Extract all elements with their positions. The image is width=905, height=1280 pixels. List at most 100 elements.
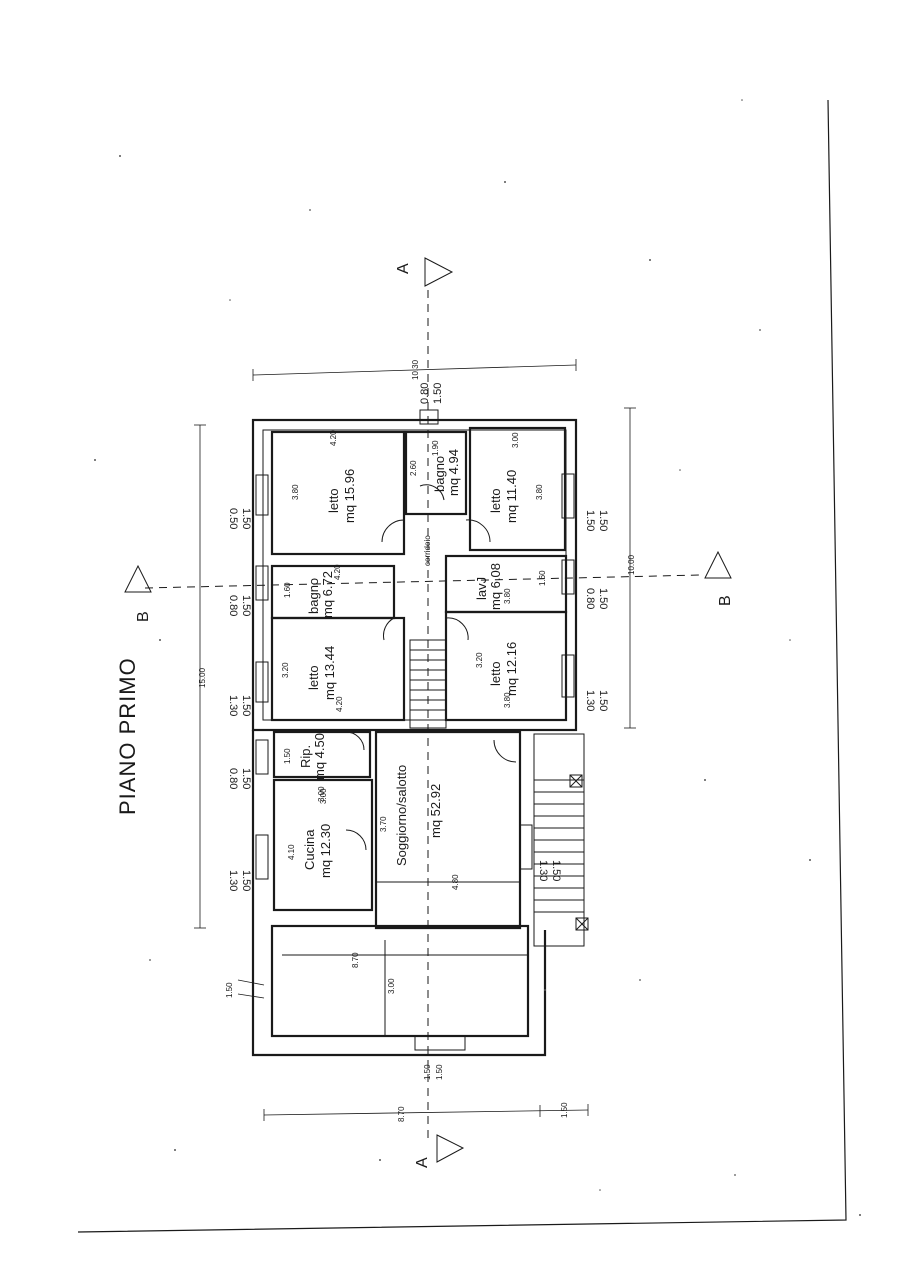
room-dimension: 3.00: [317, 786, 326, 802]
room-dimension: 3.20: [281, 662, 290, 678]
window-label: 1.50: [240, 768, 252, 789]
room-dimension: 3.80: [503, 692, 512, 708]
svg-text:bagno: bagno: [432, 456, 447, 492]
exterior-wall: [251, 418, 578, 732]
svg-text:mq 12.16: mq 12.16: [504, 642, 519, 696]
window-label: 1.50: [597, 588, 609, 609]
room-dimension: 1.90: [431, 440, 440, 456]
room-dimension: 3.00: [511, 432, 520, 448]
label-ripostiglio: Rip. mq 4.50: [298, 733, 327, 780]
door-swing: [419, 484, 445, 501]
room-letto-2: [468, 426, 567, 552]
room-dimension: 1.50: [283, 748, 292, 764]
section-b-line: [144, 574, 701, 589]
room-dimension: 3.00: [319, 788, 328, 804]
room-ripostiglio: [272, 730, 372, 779]
plan-title: PIANO PRIMO: [115, 657, 140, 815]
door-swing: [445, 617, 469, 641]
svg-text:10.00: 10.00: [627, 554, 636, 575]
corridor-note: corridoio: [423, 535, 432, 566]
door-swing: [381, 519, 405, 543]
door-swing: [345, 731, 365, 751]
window-mark-bottom: [414, 1035, 466, 1051]
room-dimension: 8.70: [351, 952, 360, 968]
svg-text:A: A: [414, 1157, 431, 1168]
room-dimension: 3.70: [379, 816, 388, 832]
label-bagno-2: bagno mq 6.72: [306, 571, 335, 618]
window-mark-top: [419, 409, 439, 425]
corridor-stairs: [409, 639, 447, 729]
window-label: 1.30: [227, 695, 239, 716]
room-dimension: 1.60: [283, 582, 292, 598]
svg-text:mq 12.30: mq 12.30: [318, 824, 333, 878]
svg-text:mq 6.08: mq 6.08: [488, 563, 503, 610]
label-letto-1: letto mq 15.96: [326, 469, 357, 523]
svg-text:letto: letto: [488, 661, 503, 686]
svg-text:mq 13.44: mq 13.44: [322, 646, 337, 700]
room-dimension: 3.80: [535, 484, 544, 500]
door-swing: [465, 519, 491, 543]
window-label: 1.50: [423, 1064, 432, 1080]
svg-text:15.00: 15.00: [198, 667, 207, 688]
svg-text:letto: letto: [306, 665, 321, 690]
section-b-right-marker: B: [704, 550, 734, 606]
dimension-total-length: 15.00: [194, 424, 207, 929]
window-marks-left: [255, 474, 269, 880]
svg-text:1.50: 1.50: [560, 1102, 569, 1118]
window-label: 1.50: [240, 595, 252, 616]
sheet-frame: [77, 99, 847, 1233]
window-label: 1.50: [597, 510, 609, 531]
door-swing: [345, 829, 367, 851]
window-label: 1.50: [432, 383, 444, 404]
svg-text:mq 4.50: mq 4.50: [312, 733, 327, 780]
svg-text:mq 11.40: mq 11.40: [504, 470, 519, 523]
label-soggiorno: Soggiorno/salotto mq 52.92: [394, 765, 443, 866]
room-dimension: 4.20: [329, 430, 338, 446]
section-b-left-marker: B: [124, 564, 152, 622]
window-label: 1.30: [537, 860, 549, 881]
room-cucina: [272, 778, 374, 912]
window-label: 1.50: [240, 870, 252, 891]
room-dimension: 3.00: [387, 978, 396, 994]
room-dimension: 4.20: [333, 564, 342, 580]
lower-exterior-wall: [251, 730, 547, 1057]
door-swing: [493, 739, 517, 763]
window-marks-right: [519, 473, 575, 870]
room-soggiorno: [374, 730, 522, 930]
window-label: 1.50: [240, 508, 252, 529]
room-letto-3: [270, 616, 406, 722]
dimension-top-width: 10.30: [252, 359, 577, 381]
label-letto-4: letto mq 12.16: [488, 642, 519, 696]
door-swing: [383, 617, 395, 641]
window-label: 1.30: [584, 690, 596, 711]
svg-text:Soggiorno/salotto: Soggiorno/salotto: [394, 765, 409, 866]
room-dimension: 1.60: [538, 570, 547, 586]
room-dimension: 4.20: [335, 696, 344, 712]
svg-text:mq 4.94: mq 4.94: [446, 449, 461, 496]
section-a-top-marker: A: [395, 257, 454, 287]
exterior-stairs: [533, 733, 589, 947]
room-dimension: 4.10: [287, 844, 296, 860]
svg-text:lavJ: lavJ: [474, 577, 489, 600]
svg-text:mq 15.96: mq 15.96: [342, 469, 357, 523]
scan-noise: [94, 99, 861, 1216]
window-label: 0.80: [419, 383, 431, 404]
svg-text:Cucina: Cucina: [302, 829, 317, 870]
svg-text:bagno: bagno: [306, 578, 321, 614]
room-bagno-1: [404, 430, 468, 516]
svg-text:1.50: 1.50: [225, 982, 234, 998]
window-label: 1.30: [227, 870, 239, 891]
label-letto-3: letto mq 13.44: [306, 646, 337, 700]
label-cucina: Cucina mq 12.30: [302, 824, 333, 878]
room-dimension: 3.80: [291, 484, 300, 500]
svg-text:B: B: [717, 595, 734, 606]
window-label: 1.50: [435, 1064, 444, 1080]
room-dimension: 3.80: [503, 588, 512, 604]
svg-text:Rip.: Rip.: [298, 745, 313, 768]
balcony-mark: 1.50: [225, 979, 265, 999]
room-letto-1: [270, 430, 406, 556]
svg-text:letto: letto: [326, 488, 341, 513]
window-label: 0.80: [227, 768, 239, 789]
window-label: 1.50: [550, 860, 562, 881]
